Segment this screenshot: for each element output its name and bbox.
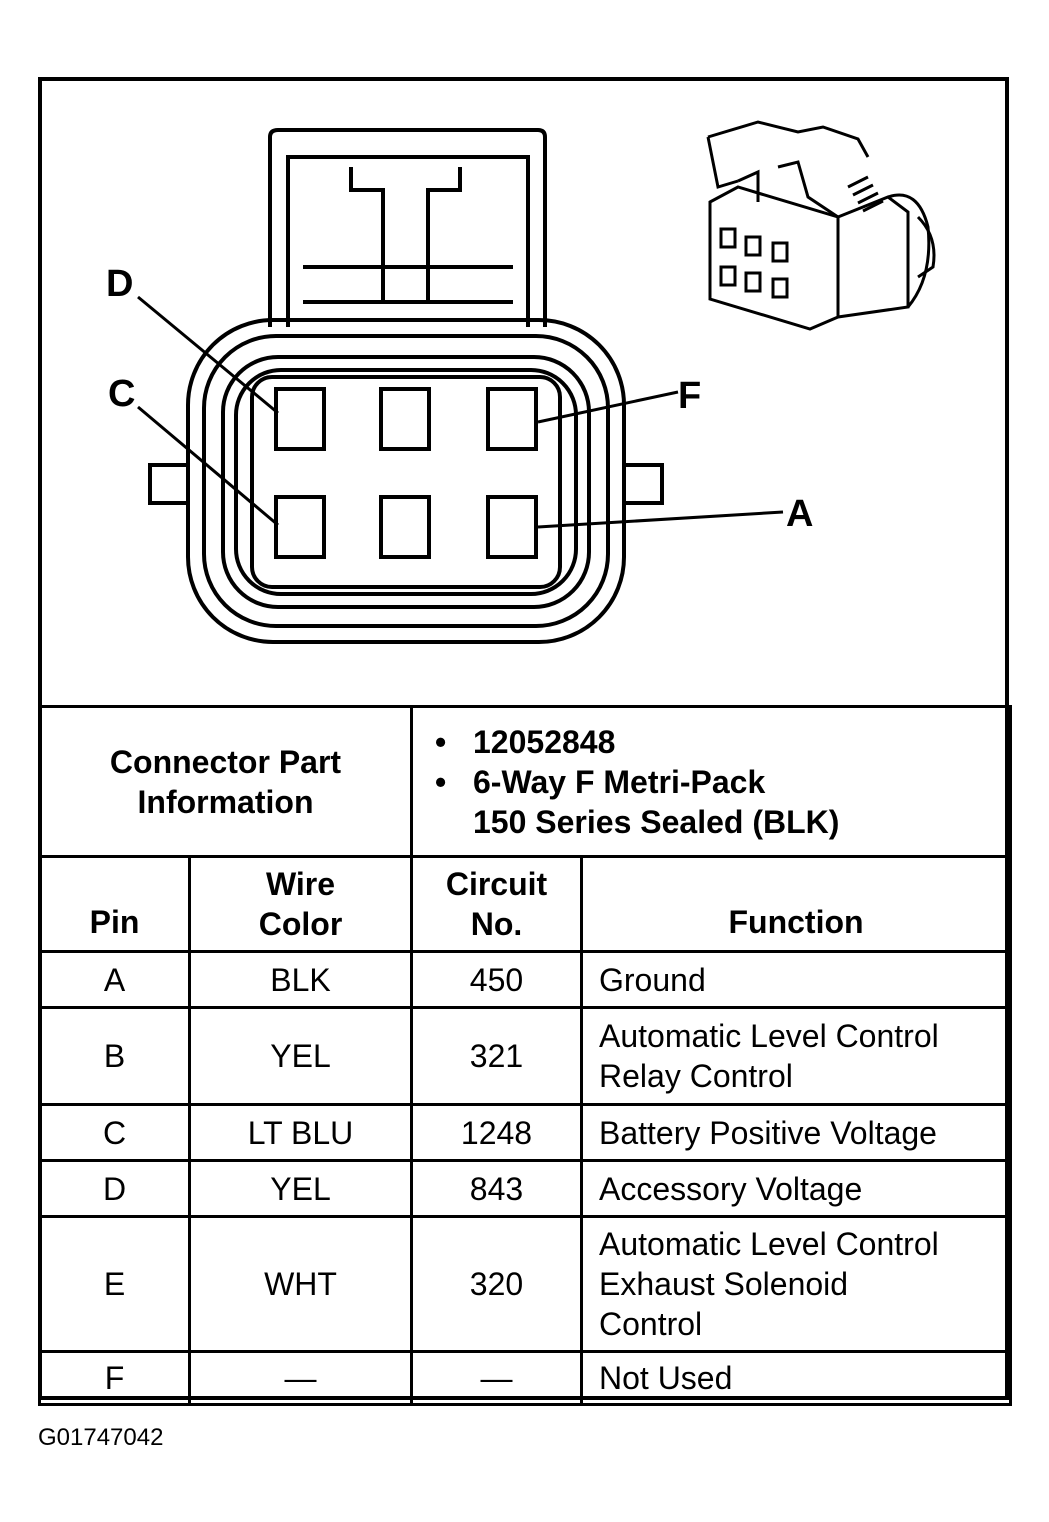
- part-number: 12052848: [435, 722, 1009, 762]
- header-circuit: Circuit No.: [410, 855, 583, 953]
- part-info-label: Connector Part Information: [38, 705, 413, 858]
- circuit-cell: 1248: [410, 1103, 583, 1162]
- wire-color-cell: WHT: [188, 1215, 413, 1353]
- header-no-text: No.: [470, 906, 523, 942]
- function-line: Ground: [599, 961, 706, 998]
- function-line: Relay Control: [599, 1058, 793, 1094]
- function-cell: Accessory Voltage: [579, 1159, 1013, 1218]
- header-function-text: Function: [728, 904, 864, 940]
- circuit-cell: 321: [410, 1006, 583, 1106]
- part-description-line1: 6-Way F Metri-Pack: [473, 763, 766, 800]
- connector-isometric-icon: [706, 120, 936, 331]
- wire-color-cell: BLK: [188, 950, 413, 1009]
- header-circuit-text: Circuit: [445, 866, 548, 902]
- circuit-cell: 450: [410, 950, 583, 1009]
- header-pin-text: Pin: [89, 904, 140, 940]
- part-info-details: 12052848 6-Way F Metri-Pack 150 Series S…: [409, 705, 1013, 858]
- function-line: Accessory Voltage: [599, 1170, 863, 1207]
- pin-cell: A: [38, 950, 191, 1009]
- pin-cell: C: [38, 1103, 191, 1162]
- header-wire-color: Wire Color: [188, 855, 413, 953]
- wire-color-cell: YEL: [188, 1006, 413, 1106]
- circuit-cell: 843: [410, 1159, 583, 1218]
- connector-face-drawing: [137, 120, 936, 644]
- function-cell: Ground: [579, 950, 1013, 1009]
- circuit-cell: —: [410, 1350, 583, 1406]
- pin-cell: D: [38, 1159, 191, 1218]
- header-color-text: Color: [258, 906, 343, 942]
- connector-diagram: D C F A: [38, 77, 1009, 707]
- circuit-cell: 320: [410, 1215, 583, 1353]
- wire-color-cell: —: [188, 1350, 413, 1406]
- header-function: Function: [579, 855, 1013, 953]
- function-cell: Not Used: [579, 1350, 1013, 1406]
- function-line: Automatic Level Control: [599, 1018, 939, 1054]
- part-info-row: Connector Part Information 12052848 6-Wa…: [38, 705, 1013, 858]
- pin-label-c: C: [108, 373, 136, 415]
- function-line: Not Used: [599, 1360, 733, 1396]
- header-wire-text: Wire: [265, 866, 336, 902]
- header-pin: Pin: [38, 855, 191, 953]
- function-line: Exhaust Solenoid: [599, 1266, 849, 1302]
- table-row: F——Not Used: [38, 1350, 1013, 1406]
- function-line: Control: [599, 1306, 703, 1342]
- column-header-row: Pin Wire Color Circuit No. Function: [38, 855, 1013, 953]
- function-line: Battery Positive Voltage: [599, 1114, 937, 1151]
- part-info-list: 12052848 6-Way F Metri-Pack 150 Series S…: [413, 712, 1009, 852]
- part-description: 6-Way F Metri-Pack 150 Series Sealed (BL…: [435, 762, 1009, 842]
- pin-cell: B: [38, 1006, 191, 1106]
- pin-label-d: D: [106, 263, 134, 305]
- wire-color-cell: YEL: [188, 1159, 413, 1218]
- part-description-line2: 150 Series Sealed (BLK): [473, 803, 840, 840]
- pin-label-f: F: [678, 375, 702, 417]
- connector-pinout-table: Connector Part Information 12052848 6-Wa…: [38, 705, 1013, 1406]
- function-line: Automatic Level Control: [599, 1226, 939, 1262]
- pin-label-a: A: [786, 493, 814, 535]
- part-info-label-text: Connector Part Information: [109, 743, 342, 820]
- figure-id: G01747042: [38, 1424, 164, 1451]
- wire-color-cell: LT BLU: [188, 1103, 413, 1162]
- pin-cell: F: [38, 1350, 191, 1406]
- pin-cell: E: [38, 1215, 191, 1353]
- function-cell: Battery Positive Voltage: [579, 1103, 1013, 1162]
